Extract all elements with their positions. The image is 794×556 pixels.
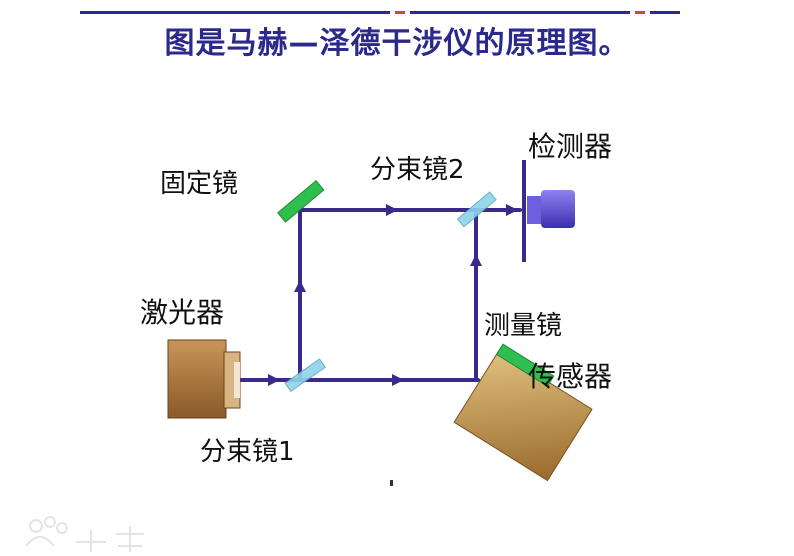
top-cropped-strip <box>0 0 794 14</box>
label-beam-splitter-1: 分束镜1 <box>200 437 295 467</box>
beam-splitter-1 <box>284 358 326 393</box>
measuring-mirror <box>495 343 555 387</box>
label-laser: 激光器 <box>140 296 224 329</box>
detector <box>522 160 575 262</box>
arrow-right-1 <box>268 374 280 386</box>
fixed-mirror <box>277 179 325 223</box>
page-title: 图是马赫—泽德干涉仪的原理图。 <box>164 26 630 61</box>
arrow-right-top <box>386 204 398 216</box>
label-fixed-mirror: 固定镜 <box>160 169 238 199</box>
watermark-logo <box>6 512 186 552</box>
label-beam-splitter-2: 分束镜2 <box>370 155 465 185</box>
arrow-into-detector <box>506 204 518 216</box>
label-sensor: 传感器 <box>528 360 612 393</box>
beam-arrows <box>268 204 518 386</box>
arrow-right-2 <box>392 374 404 386</box>
label-detector: 检测器 <box>528 130 612 163</box>
beam-splitter-2 <box>456 191 497 228</box>
sensor <box>453 343 593 482</box>
small-tick <box>390 480 393 486</box>
label-measuring-mirror: 测量镜 <box>484 311 562 341</box>
arrow-up-right <box>470 254 482 266</box>
laser <box>167 339 241 419</box>
arrow-up-left <box>294 280 306 292</box>
beam-paths <box>236 208 522 382</box>
